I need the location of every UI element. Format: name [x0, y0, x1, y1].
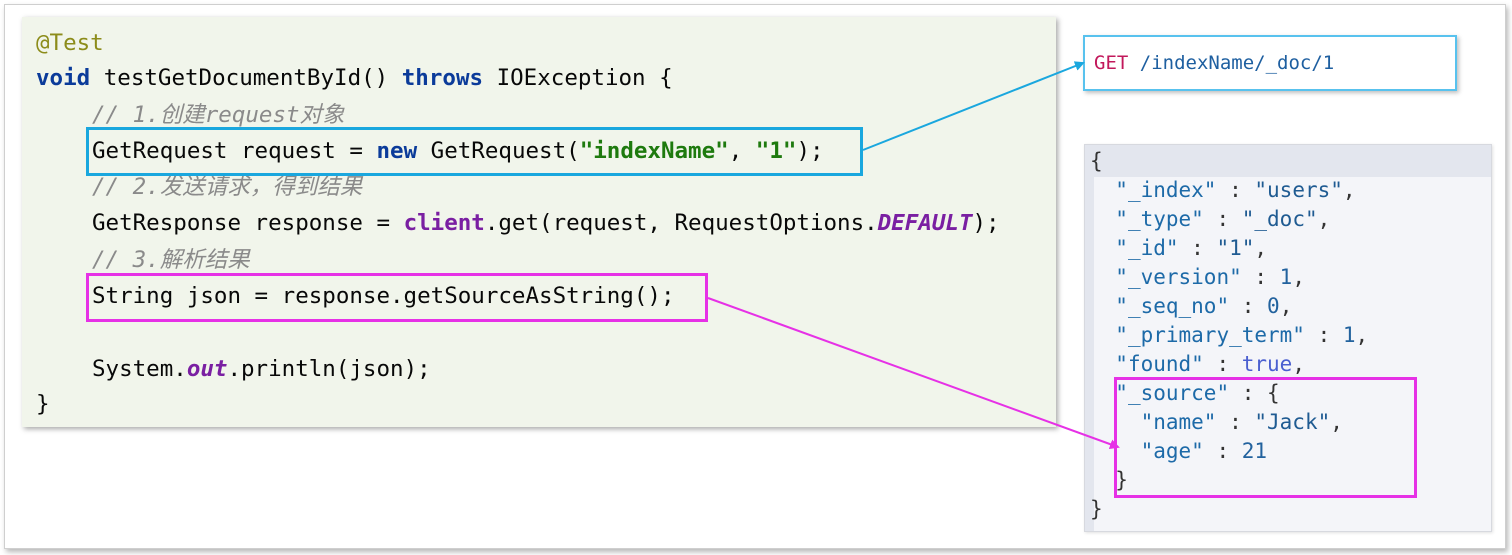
request-ctor: GetRequest( — [417, 138, 580, 164]
code-method-signature: void testGetDocumentById() throws IOExce… — [36, 61, 673, 95]
http-request-box: GET /indexName/_doc/1 — [1083, 35, 1457, 91]
source-highlight-box — [1114, 377, 1417, 498]
json-panel-gutter — [1085, 145, 1094, 531]
code-panel: @Test void testGetDocumentById() throws … — [22, 17, 1056, 427]
json-value: true — [1241, 352, 1293, 376]
code-comment-1: // 1.创建request对象 — [92, 102, 345, 128]
response-decl: GetResponse response = — [92, 210, 404, 236]
json-key: "age" — [1140, 439, 1204, 463]
keyword-void: void — [36, 65, 91, 91]
json-open-brace: { — [1090, 149, 1103, 173]
json-value: "users" — [1254, 178, 1343, 202]
code-annotation: @Test — [36, 30, 104, 56]
out-field: out — [186, 356, 228, 382]
json-line-index: "_index" : "users", — [1115, 178, 1356, 202]
json-line-name: "name" : "Jack", — [1140, 410, 1343, 434]
json-line-type: "_type" : "_doc", — [1115, 207, 1331, 231]
request-arrow — [862, 61, 1085, 151]
request-end: ); — [796, 138, 824, 164]
json-source-close: } — [1090, 466, 1128, 495]
code-comment-2: // 2.发送请求，得到结果 — [92, 174, 363, 200]
json-value: "_doc" — [1241, 207, 1318, 231]
system-class: System. — [92, 356, 187, 382]
default-constant: DEFAULT — [877, 210, 973, 236]
json-line-primary-term: "_primary_term" : 1, — [1115, 323, 1369, 347]
request-highlight-box — [86, 127, 863, 176]
json-value: "1" — [1216, 236, 1255, 260]
json-value: 0 — [1267, 294, 1280, 318]
code-line-response: GetResponse response = client.get(reques… — [92, 206, 1000, 240]
json-inner-close: } — [1115, 468, 1128, 492]
json-value: 21 — [1241, 439, 1268, 463]
json-highlight-box — [86, 273, 708, 322]
request-decl: GetRequest request = — [92, 138, 377, 164]
json-key: "_source" — [1115, 381, 1230, 405]
json-value: "Jack" — [1254, 410, 1331, 434]
json-close-brace: } — [1090, 497, 1103, 521]
json-line-version: "_version" : 1, — [1115, 265, 1305, 289]
source-arrow — [707, 297, 1120, 449]
code-line-print: System.out.println(json); — [92, 352, 431, 386]
method-name: testGetDocumentById() — [103, 65, 389, 91]
code-line-request: GetRequest request = new GetRequest("ind… — [92, 134, 824, 168]
http-method: GET — [1094, 52, 1129, 74]
json-key: "_id" — [1115, 236, 1179, 260]
code-closing-brace: } — [36, 391, 50, 417]
json-key: "name" — [1140, 410, 1217, 434]
code-comment-3: // 3.解析结果 — [92, 247, 250, 273]
json-line-seq-no: "_seq_no" : 0, — [1115, 294, 1293, 318]
get-call: .get(request, RequestOptions. — [484, 210, 878, 236]
exception-type: IOException { — [496, 65, 673, 91]
json-line-id: "_id" : "1", — [1115, 236, 1268, 260]
json-key: "_type" — [1115, 207, 1204, 231]
json-line-age: "age" : 21 — [1140, 439, 1268, 463]
json-response-panel: { "_index" : "users", "_type" : "_doc", … — [1084, 144, 1492, 532]
arg-separator: , — [728, 138, 756, 164]
http-path: /indexName/_doc/1 — [1128, 52, 1335, 74]
json-line-source: "_source" : { — [1115, 381, 1280, 405]
string-index-name: "indexName" — [579, 138, 729, 164]
keyword-throws: throws — [401, 65, 484, 91]
string-doc-id: "1" — [755, 138, 797, 164]
code-line-json: String json = response.getSourceAsString… — [92, 283, 675, 309]
json-value: 1 — [1342, 323, 1356, 347]
keyword-new: new — [376, 138, 418, 164]
json-key: "_seq_no" — [1115, 294, 1230, 318]
println-call: .println(json); — [227, 356, 431, 382]
json-key: "found" — [1115, 352, 1204, 376]
json-key: "_primary_term" — [1115, 323, 1305, 347]
json-panel-header — [1085, 145, 1491, 177]
json-key: "_index" — [1115, 178, 1217, 202]
client-field: client — [403, 210, 485, 236]
json-line-found: "found" : true, — [1115, 352, 1305, 376]
json-value: 1 — [1279, 265, 1293, 289]
response-end: ); — [972, 210, 1000, 236]
json-key: "_version" — [1115, 265, 1242, 289]
